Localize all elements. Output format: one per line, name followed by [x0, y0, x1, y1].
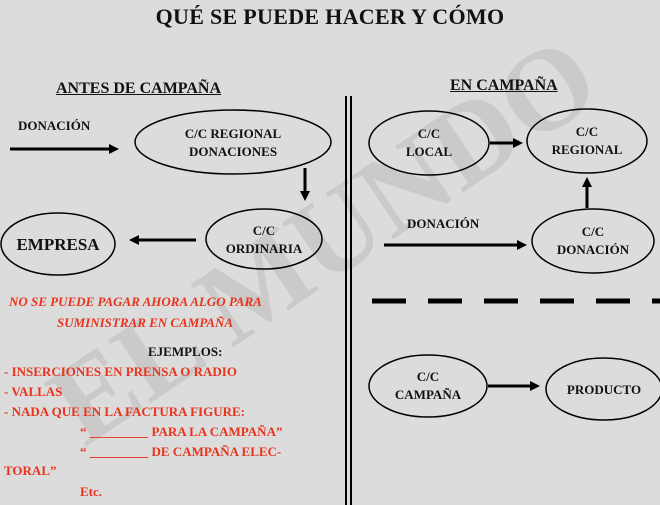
svg-text:ORDINARIA: ORDINARIA	[226, 241, 303, 256]
right-donation-label: DONACIÓN	[407, 216, 480, 231]
svg-text:C/C REGIONAL: C/C REGIONAL	[185, 126, 282, 141]
svg-text:C/C: C/C	[253, 223, 275, 238]
svg-text:C/C: C/C	[418, 126, 440, 141]
svg-text:LOCAL: LOCAL	[406, 144, 453, 159]
quote-line: “ _________ DE CAMPAÑA ELEC-	[80, 444, 282, 459]
node-empresa: EMPRESA	[0, 212, 116, 276]
example-item: - NADA QUE EN LA FACTURA FIGURE:	[4, 404, 245, 419]
heading-en-campana: EN CAMPAÑA	[450, 77, 558, 94]
node-cc-regional: C/C REGIONAL	[526, 108, 648, 174]
left-donation-label: DONACIÓN	[18, 118, 91, 133]
node-cc-campana: C/C CAMPAÑA	[368, 354, 488, 418]
etc-text: Etc.	[80, 484, 103, 499]
heading-antes-de-campana: ANTES DE CAMPAÑA	[56, 80, 222, 97]
svg-text:PRODUCTO: PRODUCTO	[567, 382, 641, 397]
node-cc-local: C/C LOCAL	[368, 110, 490, 176]
svg-text:C/C: C/C	[576, 124, 598, 139]
svg-text:DONACIÓN: DONACIÓN	[557, 242, 630, 257]
example-item: - INSERCIONES EN PRENSA O RADIO	[4, 364, 237, 379]
examples-heading: EJEMPLOS:	[148, 344, 223, 359]
page-title: QUÉ SE PUEDE HACER Y CÓMO	[155, 4, 505, 29]
node-cc-regional-donaciones: C/C REGIONAL DONACIONES	[134, 109, 332, 175]
warning-line-2: SUMINISTRAR EN CAMPAÑA	[57, 315, 234, 330]
svg-text:EMPRESA: EMPRESA	[16, 235, 100, 254]
example-item: - VALLAS	[4, 384, 63, 399]
svg-text:C/C: C/C	[582, 224, 604, 239]
svg-text:C/C: C/C	[417, 369, 439, 384]
node-cc-ordinaria: C/C ORDINARIA	[205, 208, 323, 270]
svg-text:CAMPAÑA: CAMPAÑA	[395, 387, 462, 402]
quote-tail: TORAL”	[4, 463, 57, 478]
svg-text:DONACIONES: DONACIONES	[189, 144, 277, 159]
quote-line: “ _________ PARA LA CAMPAÑA”	[80, 424, 283, 439]
node-producto: PRODUCTO	[545, 357, 660, 421]
warning-line-1: NO SE PUEDE PAGAR AHORA ALGO PARA	[9, 294, 262, 309]
svg-text:REGIONAL: REGIONAL	[552, 142, 623, 157]
node-cc-donacion: C/C DONACIÓN	[531, 208, 655, 274]
